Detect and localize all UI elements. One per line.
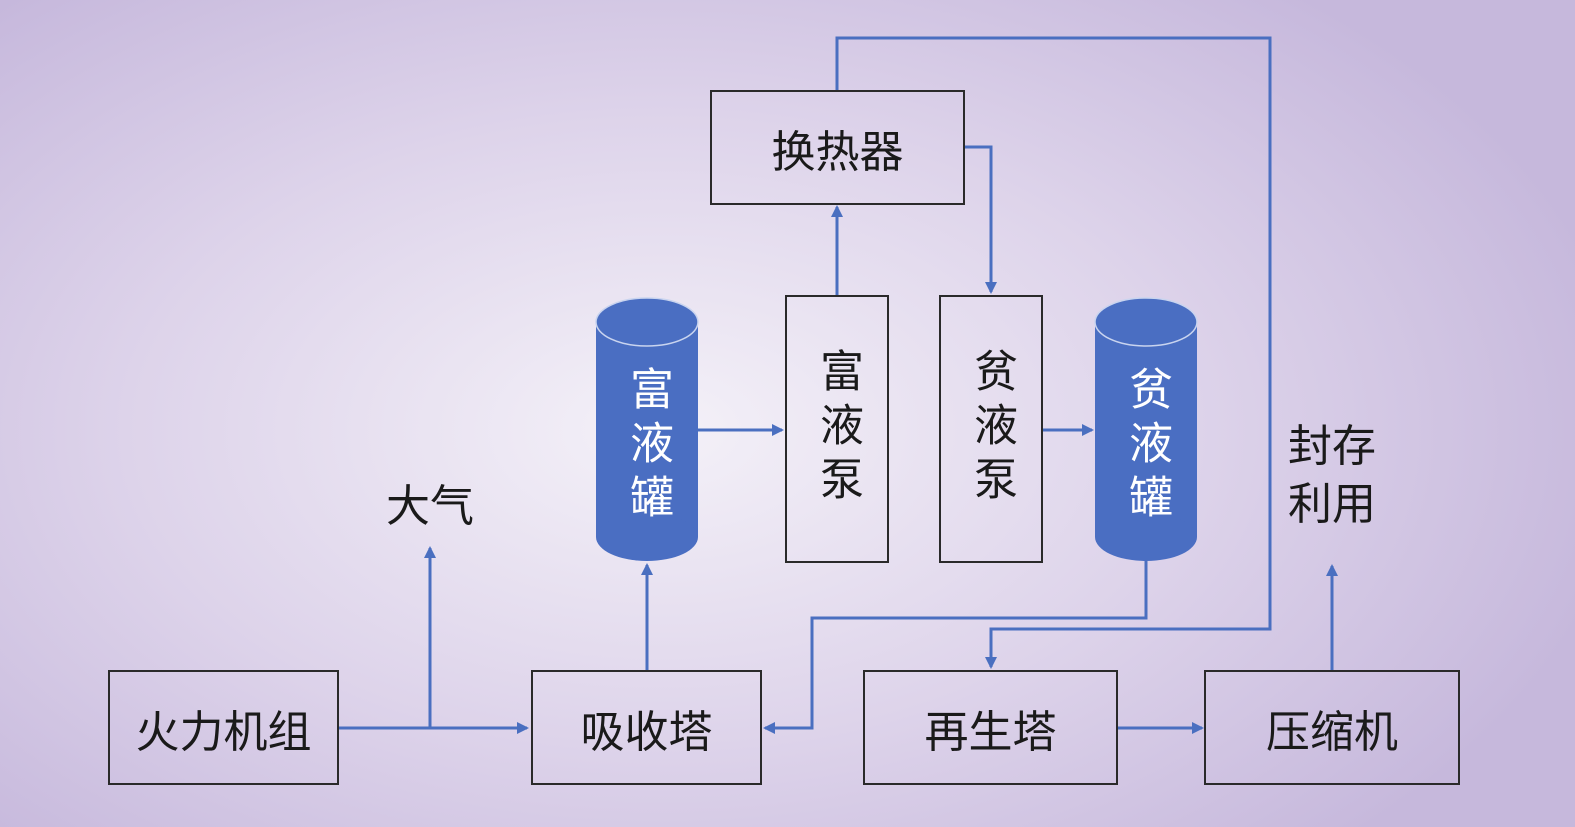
lean-pump-label: 贫液泵 bbox=[966, 348, 1017, 510]
rich-pump-box: 富液泵 bbox=[785, 295, 889, 563]
power-unit-box: 火力机组 bbox=[108, 670, 339, 785]
storage-label-line2: 利用 bbox=[1288, 479, 1376, 530]
compressor-box: 压缩机 bbox=[1204, 670, 1460, 785]
rich-pump-label: 富液泵 bbox=[812, 348, 863, 510]
compressor-label: 压缩机 bbox=[1266, 706, 1398, 758]
rich-tank-label: 富液罐 bbox=[622, 366, 673, 528]
absorber-box: 吸收塔 bbox=[531, 670, 762, 785]
storage-label-line1: 封存 bbox=[1288, 421, 1376, 472]
lean-pump-box: 贫液泵 bbox=[939, 295, 1043, 563]
rich-tank-cylinder bbox=[595, 297, 699, 561]
lean-tank-cylinder bbox=[1094, 297, 1198, 561]
flow-exchanger-to-lean-pump bbox=[964, 145, 997, 294]
power-unit-label: 火力机组 bbox=[135, 706, 312, 758]
flow-exchanger-to-regenerator bbox=[835, 36, 1272, 669]
flow-lean-tank-to-absorber bbox=[763, 560, 1148, 734]
atmosphere-label: 大气 bbox=[386, 481, 474, 532]
regenerator-box: 再生塔 bbox=[863, 670, 1118, 785]
lean-tank-label: 贫液罐 bbox=[1121, 366, 1172, 528]
absorber-label: 吸收塔 bbox=[580, 706, 713, 758]
regenerator-label: 再生塔 bbox=[924, 706, 1057, 758]
heat-exchanger-box: 换热器 bbox=[710, 90, 965, 205]
heat-exchanger-label: 换热器 bbox=[771, 126, 904, 178]
